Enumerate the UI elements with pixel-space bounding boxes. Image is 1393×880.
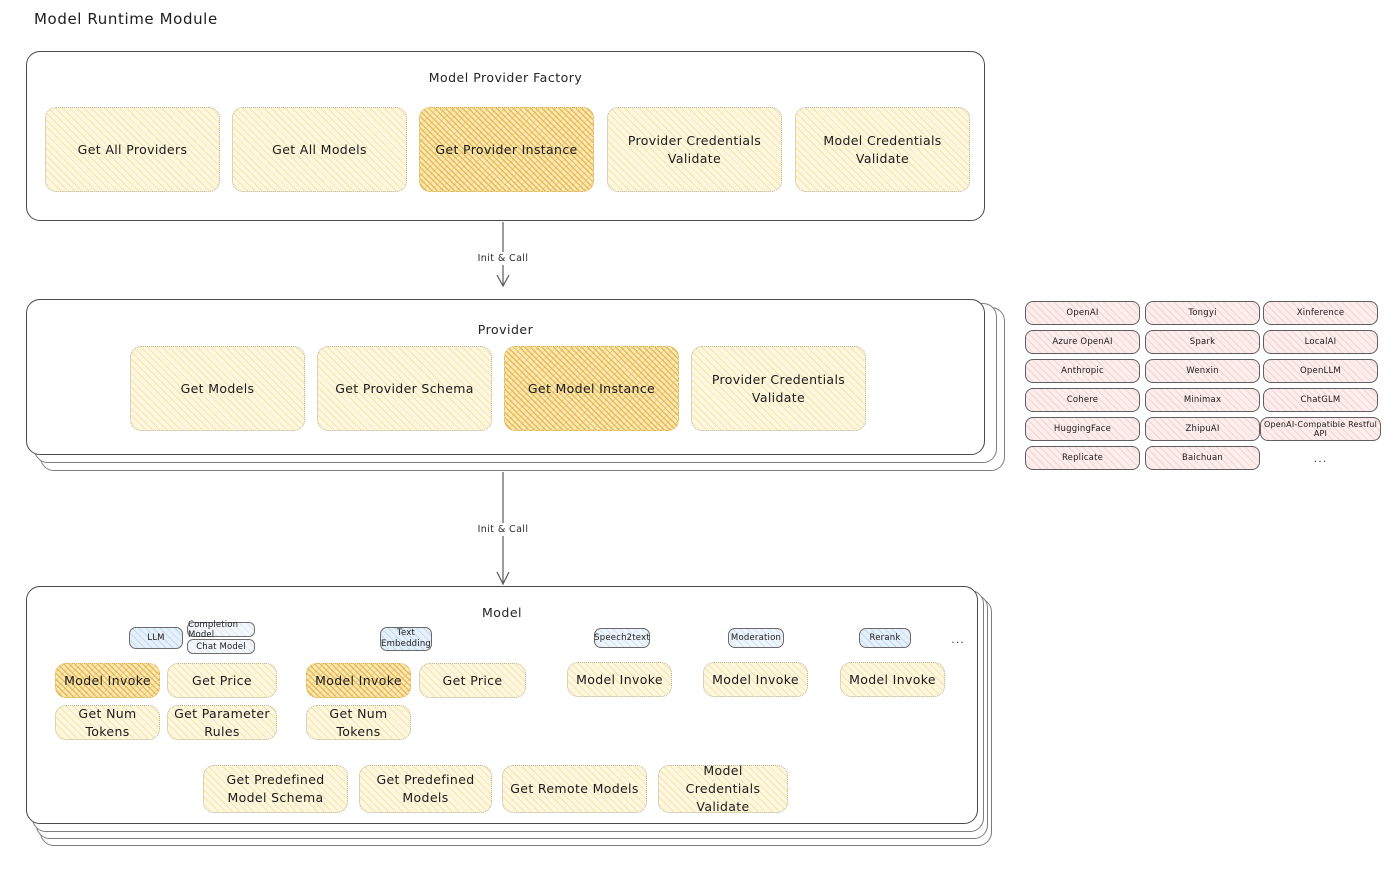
model-op-llm-get-price[interactable]: Get Price: [167, 663, 277, 698]
provider-tag-wenxin[interactable]: Wenxin: [1145, 359, 1260, 383]
factory-node-get-all-providers[interactable]: Get All Providers: [45, 107, 220, 192]
model-common-op-get-remote-models[interactable]: Get Remote Models: [502, 765, 647, 813]
provider-title: Provider: [477, 322, 534, 337]
factory-node-model-credentials-validate[interactable]: Model Credentials Validate: [795, 107, 970, 192]
provider-node-get-model-instance[interactable]: Get Model Instance: [504, 346, 679, 431]
model-op-llm-get-parameter-rules[interactable]: Get Parameter Rules: [167, 705, 277, 740]
model-op-llm-model-invoke[interactable]: Model Invoke: [55, 663, 160, 698]
model-op-speech2text-model-invoke[interactable]: Model Invoke: [567, 662, 672, 697]
model-type-badge-speech2text[interactable]: Speech2text: [594, 628, 650, 648]
model-type-badge-rerank[interactable]: Rerank: [859, 628, 911, 648]
factory-node-provider-credentials-validate[interactable]: Provider Credentials Validate: [607, 107, 782, 192]
model-title: Model: [481, 605, 523, 620]
model-types-more-ellipsis: ...: [951, 633, 965, 646]
provider-tag-cohere[interactable]: Cohere: [1025, 388, 1140, 412]
model-common-op-get-predefined-model-schema[interactable]: Get Predefined Model Schema: [203, 765, 348, 813]
arrow-label-init-call-1: Init & Call: [473, 252, 533, 265]
provider-tag-openllm[interactable]: OpenLLM: [1263, 359, 1378, 383]
provider-tag-replicate[interactable]: Replicate: [1025, 446, 1140, 470]
model-op-embedding-get-num-tokens[interactable]: Get Num Tokens: [306, 705, 411, 740]
provider-tag-openai[interactable]: OpenAI: [1025, 301, 1140, 325]
provider-tag-openai-compatible-restful-api[interactable]: OpenAI-Compatible Restful API: [1260, 417, 1381, 441]
model-type-badge-moderation[interactable]: Moderation: [728, 628, 784, 648]
model-op-moderation-model-invoke[interactable]: Model Invoke: [703, 662, 808, 697]
model-type-badge-llm[interactable]: LLM: [129, 627, 183, 649]
model-common-op-model-credentials-validate[interactable]: Model Credentials Validate: [658, 763, 788, 814]
model-subtag-completion-model[interactable]: Completion Model: [187, 620, 255, 640]
provider-tag-anthropic[interactable]: Anthropic: [1025, 359, 1140, 383]
provider-tag-azure-openai[interactable]: Azure OpenAI: [1025, 330, 1140, 354]
arrow-label-init-call-2: Init & Call: [473, 523, 533, 536]
provider-tag-tongyi[interactable]: Tongyi: [1145, 301, 1260, 325]
model-subtag-chat-model[interactable]: Chat Model: [187, 639, 255, 654]
provider-tag-xinference[interactable]: Xinference: [1263, 301, 1378, 325]
provider-node-provider-credentials-validate[interactable]: Provider Credentials Validate: [691, 346, 866, 431]
model-op-embedding-get-price[interactable]: Get Price: [419, 663, 526, 698]
model-op-llm-get-num-tokens[interactable]: Get Num Tokens: [55, 705, 160, 740]
provider-node-get-provider-schema[interactable]: Get Provider Schema: [317, 346, 492, 431]
provider-tag-chatglm[interactable]: ChatGLM: [1263, 388, 1378, 412]
provider-list-more-ellipsis: ...: [1313, 452, 1328, 465]
model-op-rerank-model-invoke[interactable]: Model Invoke: [840, 662, 945, 697]
model-type-badge-text-embedding[interactable]: Text Embedding: [380, 627, 432, 651]
provider-tag-zhipuai[interactable]: ZhipuAI: [1145, 417, 1260, 441]
provider-tag-baichuan[interactable]: Baichuan: [1145, 446, 1260, 470]
provider-tag-minimax[interactable]: Minimax: [1145, 388, 1260, 412]
factory-node-get-all-models[interactable]: Get All Models: [232, 107, 407, 192]
model-op-embedding-model-invoke[interactable]: Model Invoke: [306, 663, 411, 698]
factory-node-get-provider-instance[interactable]: Get Provider Instance: [419, 107, 594, 192]
factory-title: Model Provider Factory: [428, 70, 583, 85]
provider-tag-localai[interactable]: LocalAI: [1263, 330, 1378, 354]
page-title: Model Runtime Module: [34, 10, 218, 28]
provider-node-get-models[interactable]: Get Models: [130, 346, 305, 431]
provider-tag-huggingface[interactable]: HuggingFace: [1025, 417, 1140, 441]
provider-tag-spark[interactable]: Spark: [1145, 330, 1260, 354]
model-common-op-get-predefined-models[interactable]: Get Predefined Models: [359, 765, 492, 813]
